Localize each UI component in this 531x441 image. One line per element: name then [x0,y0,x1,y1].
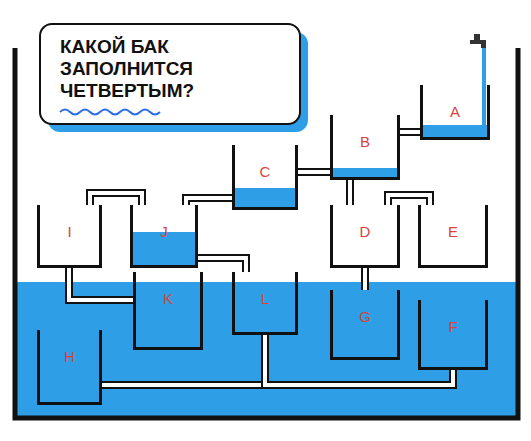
pipe-stroke [265,335,453,385]
tank-letter: A [450,103,460,120]
pipe-stroke [102,335,265,385]
tank: B [330,115,400,180]
tank: J [130,205,198,268]
pipe-stroke [400,130,420,134]
tank-water [423,125,487,137]
tank-letter: D [360,223,371,240]
tank: F [418,300,488,370]
pipe-stroke [90,193,142,205]
tank-letter: I [67,223,71,240]
pipe-stroke [388,195,430,205]
pipe-stroke [361,268,369,290]
title-text: КАКОЙ БАК ЗАПОЛНИТСЯ ЧЕТВЕРТЫМ? [60,36,275,102]
pipe [90,193,142,205]
tank: D [330,205,400,268]
pipe [298,172,330,173]
pipe-stroke [102,335,265,385]
tank-letter: B [360,133,370,150]
pipe-stroke [90,193,142,205]
tank-water [333,168,397,177]
tank-letter: H [64,348,75,365]
pipe [388,195,430,205]
pipe-stroke [265,335,453,385]
tank: E [418,205,488,268]
pipe [186,198,232,205]
pipe [198,258,246,272]
pipe-stroke [388,195,430,205]
tank-letter: F [448,318,457,335]
pipe-stroke [69,268,133,300]
pipe [265,335,453,385]
wave-line [60,110,160,115]
pipe-stroke [198,258,246,272]
pipe [102,335,265,385]
tank: K [133,272,203,350]
pipe-stroke [186,198,232,205]
pipe-stroke [346,180,354,205]
pipe [400,132,420,133]
tank: C [232,145,298,210]
title-box [40,24,300,124]
pipe-stroke [348,180,352,205]
tank-letter: J [160,223,168,240]
pipe [69,268,133,300]
tank-letter: K [163,290,173,307]
pipe [350,180,351,205]
tank: I [37,205,102,268]
pipe-stroke [363,268,367,290]
faucet-handle [474,34,480,40]
pipe-stroke [298,168,330,176]
pipe-stroke [186,198,232,205]
faucet [470,40,486,48]
tank: A [420,85,490,140]
tank-water [235,188,295,207]
tank: G [330,290,400,360]
tank-letter: L [261,290,269,307]
pipe-stroke [298,170,330,174]
tank-letter: G [359,308,371,325]
pipe-stroke [400,128,420,136]
pipe-stroke [69,268,133,300]
tank: H [37,330,102,405]
tank-letter: C [260,163,271,180]
tank: L [232,272,298,335]
pipe-stroke [198,258,246,272]
pipe [365,268,366,290]
water-stream [482,48,486,126]
tank-letter: E [448,223,458,240]
